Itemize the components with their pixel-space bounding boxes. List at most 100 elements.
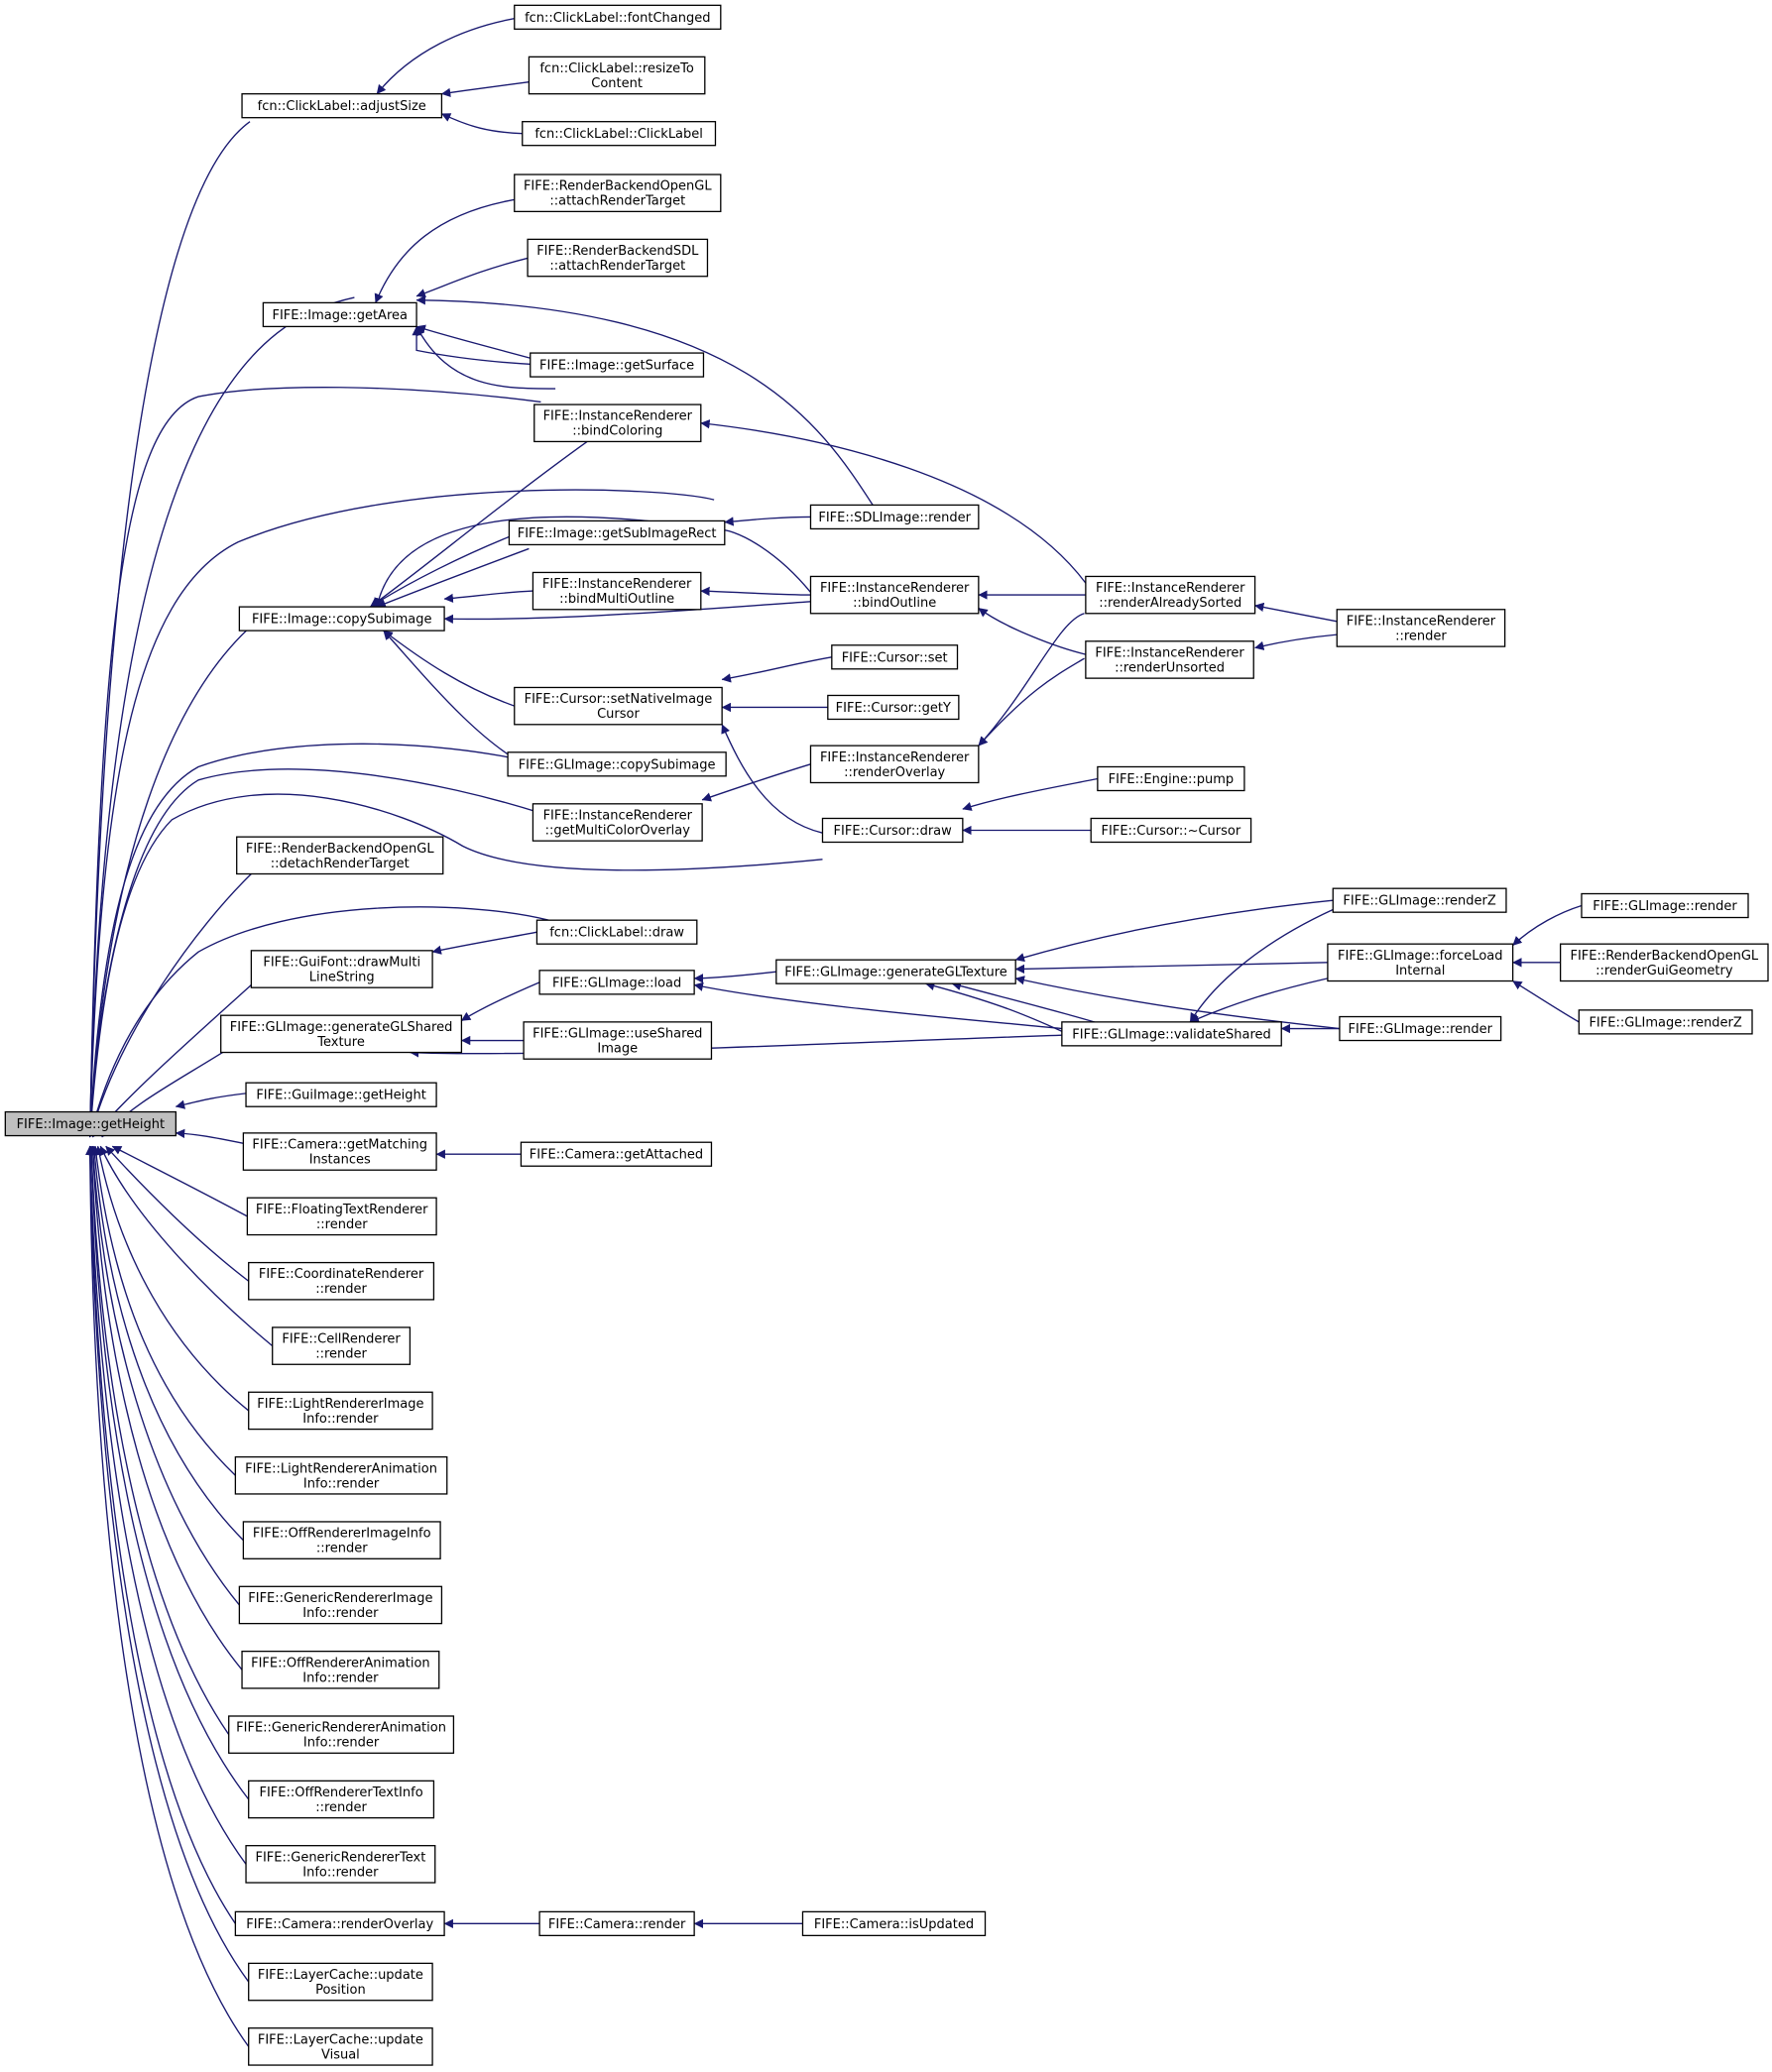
node-label: FIFE::Camera::getAttached bbox=[530, 1148, 703, 1163]
function-node[interactable]: FIFE::Image::copySubimage bbox=[238, 606, 445, 632]
node-box bbox=[245, 1082, 437, 1107]
node-box bbox=[514, 4, 722, 30]
node-label: FIFE::Cursor::getY bbox=[836, 701, 951, 716]
function-node[interactable]: FIFE::Image::getSubImageRect bbox=[508, 519, 726, 546]
function-node[interactable]: fcn::ClickLabel::fontChanged bbox=[514, 4, 722, 30]
function-node[interactable]: FIFE::RenderBackendOpenGL::renderGuiGeom… bbox=[1559, 943, 1769, 982]
node-label: FIFE::GLImage::render bbox=[1593, 899, 1737, 914]
node-label: FIFE::RenderBackendSDL bbox=[536, 244, 699, 259]
function-node[interactable]: FIFE::GLImage::load bbox=[538, 970, 695, 995]
node-label: FIFE::Engine::pump bbox=[1109, 772, 1234, 787]
function-node[interactable]: FIFE::FloatingTextRenderer::render bbox=[246, 1197, 437, 1236]
function-node[interactable]: FIFE::InstanceRenderer::render bbox=[1336, 609, 1506, 647]
node-label: FIFE::OffRendererImageInfo bbox=[253, 1527, 431, 1542]
function-node[interactable]: fcn::ClickLabel::draw bbox=[535, 919, 698, 945]
function-node[interactable]: FIFE::InstanceRenderer::getMultiColorOve… bbox=[532, 803, 703, 842]
node-label: FIFE::GuiImage::getHeight bbox=[256, 1089, 425, 1103]
node-label: Info::render bbox=[302, 1670, 379, 1685]
node-label: Position bbox=[315, 1983, 366, 1998]
function-node[interactable]: FIFE::Camera::isUpdated bbox=[801, 1910, 987, 1937]
function-node[interactable]: FIFE::Cursor::draw bbox=[821, 817, 964, 844]
call-edge bbox=[979, 658, 1085, 746]
node-box bbox=[242, 1132, 437, 1171]
function-node[interactable]: FIFE::GenericRendererAnimationInfo::rend… bbox=[228, 1715, 455, 1754]
function-node[interactable]: fcn::ClickLabel::ClickLabel bbox=[522, 121, 717, 147]
node-label: FIFE::GLImage::copySubimage bbox=[519, 757, 716, 772]
function-node[interactable]: FIFE::GuiImage::getHeight bbox=[245, 1082, 437, 1107]
node-label: FIFE::RenderBackendOpenGL bbox=[524, 179, 712, 194]
function-node[interactable]: FIFE::InstanceRenderer::bindColoring bbox=[533, 403, 702, 443]
node-box bbox=[514, 686, 723, 726]
function-node[interactable]: FIFE::RenderBackendOpenGL::attachRenderT… bbox=[514, 173, 722, 213]
function-node[interactable]: FIFE::Camera::renderOverlay bbox=[234, 1910, 445, 1937]
call-edge bbox=[87, 873, 252, 1138]
node-box bbox=[1097, 765, 1245, 792]
function-node[interactable]: FIFE::Cursor::getY bbox=[827, 694, 960, 721]
call-edge bbox=[693, 972, 776, 983]
function-node[interactable]: FIFE::GLImage::generateGLTexture bbox=[775, 959, 1016, 984]
root-function-node[interactable]: FIFE::Image::getHeight bbox=[4, 1110, 177, 1137]
function-node[interactable]: FIFE::GLImage::validateShared bbox=[1061, 1021, 1282, 1047]
node-label: FIFE::OffRendererAnimation bbox=[251, 1656, 430, 1670]
function-node[interactable]: FIFE::Camera::render bbox=[538, 1910, 695, 1937]
node-label: FIFE::LightRendererImage bbox=[257, 1397, 423, 1412]
node-box bbox=[248, 2027, 433, 2066]
function-node[interactable]: FIFE::GLImage::copySubimage bbox=[507, 751, 727, 777]
function-node[interactable]: FIFE::Camera::getAttached bbox=[520, 1141, 713, 1167]
call-edge bbox=[415, 295, 873, 506]
node-label: FIFE::InstanceRenderer bbox=[820, 750, 970, 765]
function-node[interactable]: FIFE::OffRendererTextInfo::render bbox=[248, 1780, 435, 1819]
function-node[interactable]: FIFE::RenderBackendSDL::attachRenderTarg… bbox=[527, 238, 709, 278]
function-node[interactable]: fcn::ClickLabel::adjustSize bbox=[241, 93, 443, 119]
call-edge bbox=[1513, 906, 1582, 946]
call-edge bbox=[412, 325, 542, 365]
function-node[interactable]: FIFE::GLImage::render bbox=[1339, 1015, 1502, 1042]
function-node[interactable]: FIFE::Image::getSurface bbox=[530, 352, 705, 378]
function-node[interactable]: FIFE::InstanceRenderer::renderAlreadySor… bbox=[1085, 575, 1256, 615]
function-node[interactable]: FIFE::CellRenderer::render bbox=[272, 1326, 412, 1365]
node-box bbox=[248, 1780, 435, 1819]
function-node[interactable]: FIFE::Engine::pump bbox=[1097, 765, 1245, 792]
function-node[interactable]: FIFE::InstanceRenderer::bindMultiOutline bbox=[532, 571, 702, 611]
function-node[interactable]: FIFE::Cursor::~Cursor bbox=[1090, 817, 1252, 844]
function-node[interactable]: FIFE::SDLImage::render bbox=[809, 504, 980, 530]
function-node[interactable]: FIFE::OffRendererImageInfo::render bbox=[242, 1521, 441, 1559]
node-label: Info::render bbox=[302, 1412, 379, 1427]
node-label: ::detachRenderTarget bbox=[271, 857, 410, 871]
call-edge bbox=[377, 17, 523, 93]
function-node[interactable]: FIFE::GLImage::renderZ bbox=[1578, 1009, 1753, 1035]
node-label: ::bindMultiOutline bbox=[559, 592, 674, 607]
call-edge bbox=[722, 724, 822, 833]
function-node[interactable]: FIFE::Cursor::set bbox=[831, 644, 959, 670]
call-edge bbox=[384, 631, 530, 766]
function-node[interactable]: FIFE::GLImage::render bbox=[1581, 892, 1749, 919]
node-box bbox=[248, 1261, 435, 1301]
function-node[interactable]: FIFE::GLImage::renderZ bbox=[1332, 887, 1507, 913]
function-node[interactable]: FIFE::InstanceRenderer::renderOverlay bbox=[809, 745, 980, 784]
call-edge bbox=[701, 764, 810, 802]
function-node[interactable]: FIFE::RenderBackendOpenGL::detachRenderT… bbox=[236, 836, 444, 875]
function-node[interactable]: FIFE::Image::getArea bbox=[262, 301, 417, 328]
node-label: LineString bbox=[309, 971, 375, 985]
function-node[interactable]: FIFE::InstanceRenderer::renderUnsorted bbox=[1085, 640, 1254, 679]
node-label: fcn::ClickLabel::resizeTo bbox=[539, 61, 694, 76]
node-label: FIFE::Camera::render bbox=[548, 1917, 686, 1932]
function-node[interactable]: FIFE::InstanceRenderer::bindOutline bbox=[809, 575, 980, 615]
node-box bbox=[242, 1521, 441, 1559]
function-node[interactable]: FIFE::CoordinateRenderer::render bbox=[248, 1261, 435, 1301]
